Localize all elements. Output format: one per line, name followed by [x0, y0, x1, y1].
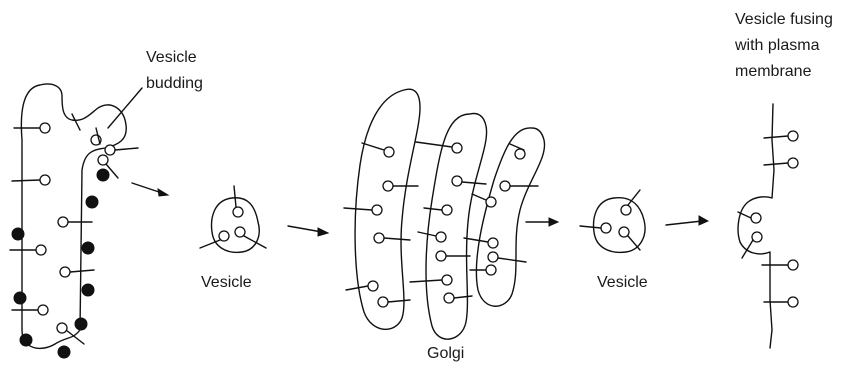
membrane-receptor-1: [763, 130, 799, 142]
golgi-cargo-c3: [463, 143, 539, 276]
er-membrane-outline: [20, 83, 127, 350]
er-filled-marker-5: [74, 317, 88, 331]
vesicle-right-label: Vesicle: [597, 274, 648, 291]
budding-leader-line: [107, 87, 143, 129]
golgi-cargo-c1: [343, 142, 419, 308]
arrow-golgi-to-vesicle: [525, 217, 560, 227]
vesicle-right: [579, 189, 646, 254]
er-receptor-2: [11, 174, 51, 186]
golgi-cisterna-1: [354, 88, 421, 331]
er-receptor-1: [13, 122, 51, 134]
plasma-membrane: [737, 103, 799, 349]
budding-vesicle-cargo: [90, 127, 139, 179]
golgi-apparatus: [343, 88, 546, 340]
vesicle-left-membrane: [210, 197, 260, 254]
er-filled-marker-4: [57, 345, 71, 359]
vesicle-fusing-label-line3: membrane: [735, 63, 812, 80]
plasma-membrane-line: [737, 103, 775, 349]
er-filled-marker-2: [13, 291, 27, 305]
er-filled-marker-7: [81, 241, 95, 255]
vesicle-left-label: Vesicle: [201, 274, 252, 291]
endoplasmic-reticulum: [9, 83, 143, 359]
vesicle-fusing-label-line1: Vesicle fusing: [735, 11, 833, 28]
vesicle-left: [199, 185, 267, 254]
vesicle-budding-label-line1: Vesicle: [146, 49, 197, 66]
vesicle-fusing-label-line2: with plasma: [734, 37, 820, 54]
vesicle-right-membrane: [592, 197, 646, 254]
arrow-er-to-vesicle: [131, 182, 170, 197]
er-receptor-6: [59, 266, 95, 278]
membrane-receptor-2: [763, 157, 799, 169]
arrow-vesicle-to-membrane: [665, 215, 710, 226]
membrane-receptor-4: [763, 296, 799, 308]
er-filled-marker-6: [81, 283, 95, 297]
er-receptor-3: [9, 244, 47, 256]
membrane-receptor-3: [761, 259, 799, 271]
golgi-cargo-c2: [409, 141, 487, 304]
vesicle-budding-label-line2: budding: [146, 75, 203, 92]
er-receptor-7: [56, 322, 85, 345]
golgi-cisterna-3: [475, 127, 546, 307]
er-filled-marker-3: [19, 333, 33, 347]
er-receptor-5: [57, 216, 93, 228]
golgi-label: Golgi: [427, 345, 464, 362]
er-filled-marker-1: [11, 227, 25, 241]
er-receptor-4: [11, 304, 49, 316]
er-filled-marker-9: [96, 168, 110, 182]
er-receptor-8: [71, 113, 81, 131]
er-filled-marker-8: [85, 195, 99, 209]
golgi-cisterna-2: [425, 112, 488, 340]
arrow-vesicle-to-golgi: [287, 225, 330, 237]
